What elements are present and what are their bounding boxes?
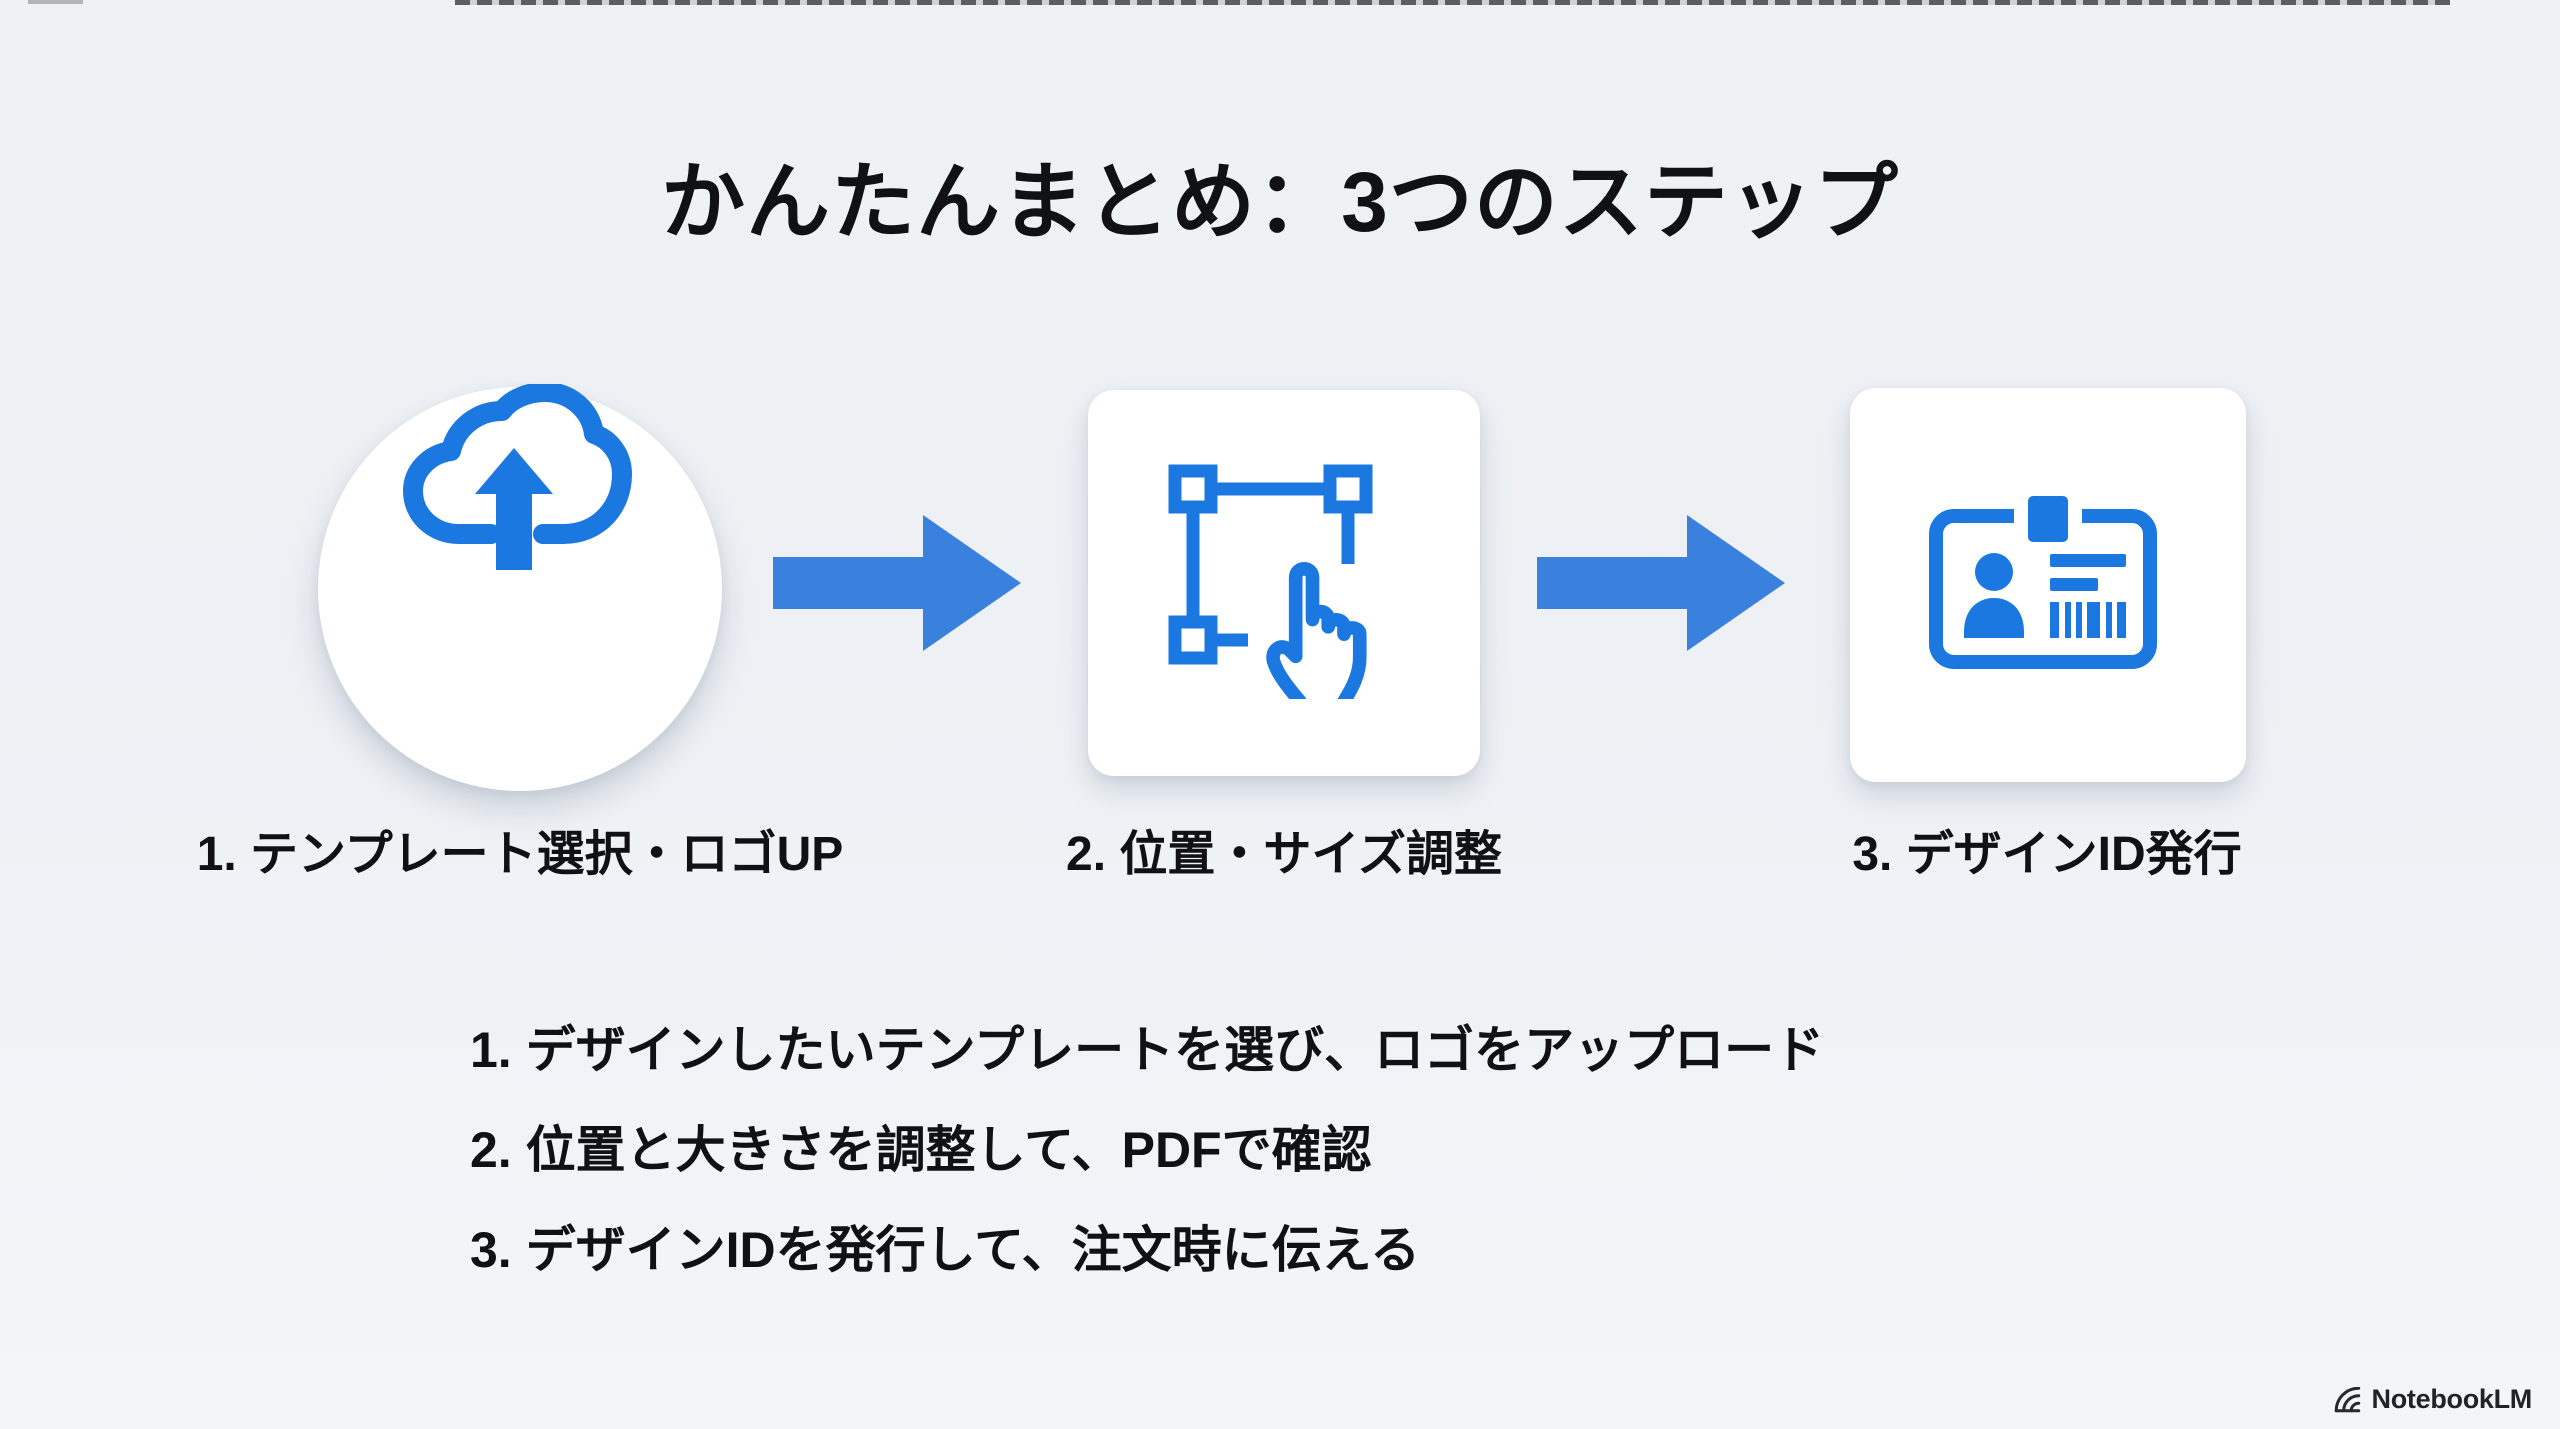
step1-label: 1. テンプレート選択・ロゴUP [196,828,844,881]
notebooklm-logo-icon [2334,1386,2360,1412]
step2-icon-card [1088,390,1480,776]
summary-item-2: 2. 位置と大きさを調整して、PDFで確認 [470,1122,1372,1178]
transform-handles-hand-icon [1168,464,1373,699]
step3-label: 3. デザインID発行 [1852,828,2242,881]
summary-item-3: 3. デザインIDを発行して、注文時に伝える [470,1222,1421,1278]
video-artifact-strip [455,0,2450,5]
summary-list: 1. デザインしたいテンプレートを選び、ロゴをアップロード 2. 位置と大きさを… [470,1000,2170,1300]
arrow-right-icon [773,515,1021,651]
summary-item-1: 1. デザインしたいテンプレートを選び、ロゴをアップロード [470,1022,1825,1078]
step2-label: 2. 位置・サイズ調整 [1066,828,1502,881]
id-card-icon [1929,496,2157,669]
video-artifact-dash [28,0,83,4]
watermark: NotebookLM [2333,1384,2532,1415]
watermark-brand-text: NotebookLM [2371,1384,2533,1414]
arrow-right-icon [1537,515,1785,651]
step3-icon-card [1850,388,2246,782]
cloud-upload-icon [403,384,632,570]
slide-title: かんたんまとめ：3つのステップ [661,155,1899,249]
step1-icon-card [318,384,722,791]
